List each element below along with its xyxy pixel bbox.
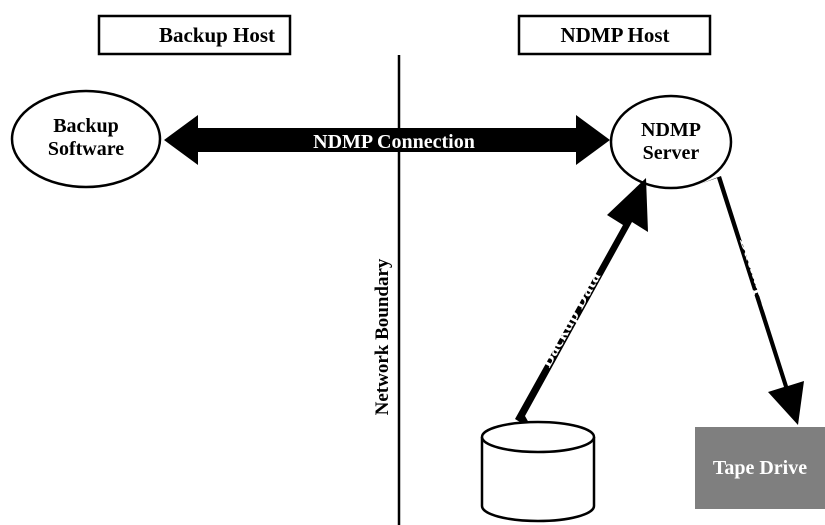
backup-host-box: Backup Host [97, 14, 292, 56]
backup-software-label-line1: Backup [53, 115, 119, 137]
ndmp-server-label-line2: Server [643, 142, 700, 164]
tape-drive-box: Tape Drive [695, 427, 825, 509]
tape-drive-label: Tape Drive [713, 457, 807, 479]
backup-data-in-arrow: Backup Data [515, 178, 648, 430]
ndmp-server-node: NDMP Server [609, 94, 733, 190]
backup-software-label-line2: Software [48, 138, 124, 160]
disk-cylinder-icon [480, 420, 596, 523]
ndmp-connection-arrow: NDMP Connection [164, 115, 610, 165]
backup-data-in-label: Backup Data [535, 267, 605, 370]
ndmp-connection-label: NDMP Connection [313, 131, 475, 153]
backup-host-label: Backup Host [159, 23, 275, 47]
backup-data-out-arrow: Backup Data [700, 176, 804, 425]
ndmp-host-label: NDMP Host [560, 23, 669, 47]
ndmp-host-box: NDMP Host [517, 14, 712, 56]
ndmp-server-label-line1: NDMP [641, 119, 701, 141]
backup-data-out-label: Backup Data [735, 235, 790, 343]
network-boundary-label: Network Boundary [372, 258, 393, 415]
backup-software-node: Backup Software [10, 89, 162, 189]
